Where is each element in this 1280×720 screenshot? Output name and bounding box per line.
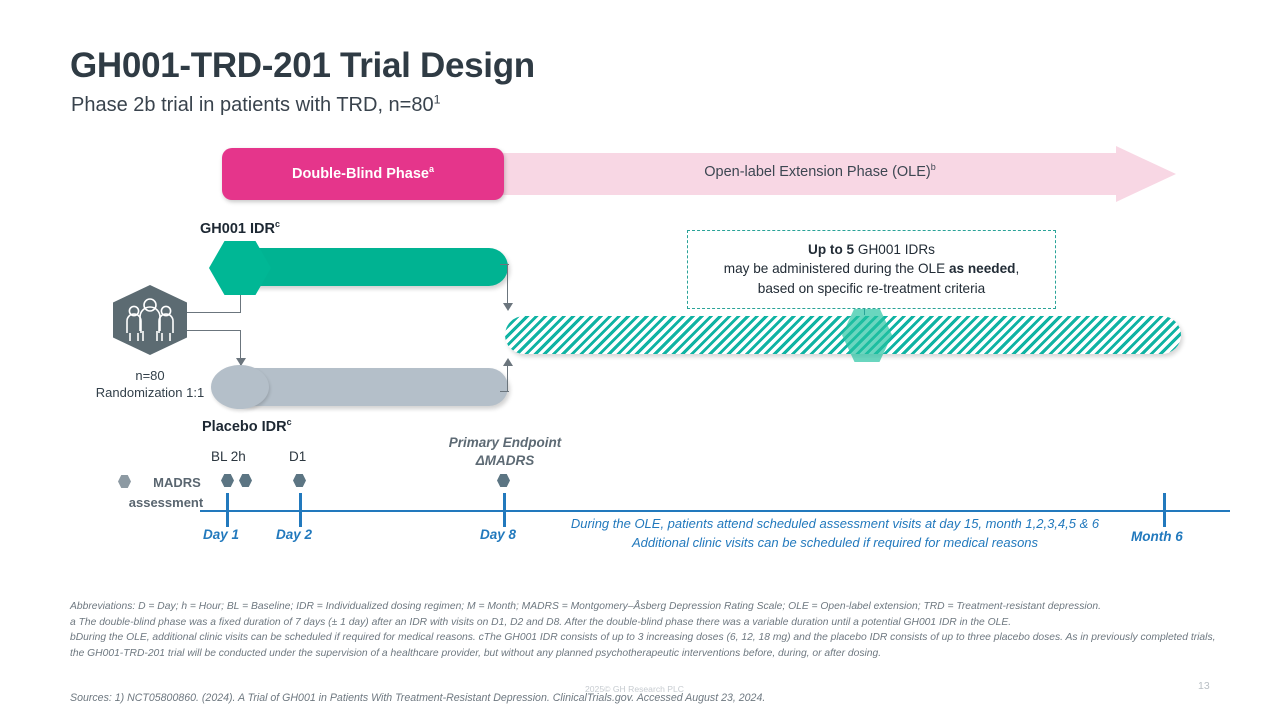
- connector-arrow-to-placebo: [236, 358, 246, 366]
- primary-endpoint-label: Primary Endpoint ΔMADRS: [425, 434, 585, 469]
- callout-line-2: may be administered during the OLE as ne…: [694, 259, 1049, 278]
- ole-visit-note-line-2: Additional clinic visits can be schedule…: [631, 534, 1039, 550]
- page-subtitle-text: Phase 2b trial in patients with TRD, n=8…: [71, 94, 434, 116]
- timeline-axis: [200, 510, 1230, 512]
- gh001-arm-label: GH001 IDRc: [200, 219, 280, 237]
- randomization-n: n=80: [135, 368, 165, 383]
- double-blind-phase-superscript: a: [428, 164, 434, 175]
- randomization-caption: n=80 Randomization 1:1: [60, 368, 240, 402]
- madrs-marker: [221, 474, 234, 487]
- madrs-marker: [497, 474, 510, 487]
- ole-phase-arrow-body: [498, 153, 1118, 195]
- patients-group-icon: [113, 285, 187, 355]
- madrs-legend-line-2: assessment: [128, 495, 204, 511]
- timeline-tick-day8: [503, 493, 506, 527]
- madrs-marker: [239, 474, 252, 487]
- page-title: GH001-TRD-201 Trial Design: [70, 46, 535, 85]
- callout-line-1: Up to 5 GH001 IDRs: [694, 240, 1049, 259]
- ole-phase-arrow: [498, 146, 1176, 202]
- primary-endpoint-line-2: ΔMADRS: [475, 452, 535, 468]
- ole-phase-label-superscript: b: [930, 162, 936, 173]
- timeline-label-day2: Day 2: [276, 527, 313, 542]
- connector-patient-to-placebo-horizontal: [187, 330, 241, 332]
- primary-endpoint-line-1: Primary Endpoint: [448, 435, 562, 450]
- timeline-label-day1: Day 1: [203, 527, 240, 542]
- connector-gh001-to-ole-vertical: [507, 264, 509, 304]
- connector-patient-to-placebo-vertical: [240, 330, 242, 366]
- timeline-tick-day2: [299, 493, 302, 527]
- gh001-arm-label-text: GH001 IDR: [200, 221, 275, 237]
- placebo-arm-label-text: Placebo IDR: [202, 419, 287, 435]
- gh001-treatment-bar: [232, 248, 508, 286]
- double-blind-phase-label: Double-Blind Phasea: [292, 164, 434, 182]
- page-subtitle: Phase 2b trial in patients with TRD, n=8…: [71, 92, 441, 117]
- connector-arrow-gh001-to-ole: [503, 303, 513, 311]
- callout-line-1-bold: Up to 5: [808, 242, 855, 257]
- connector-placebo-to-ole-vertical: [507, 366, 509, 392]
- visit-label-d1: D1: [289, 449, 307, 464]
- connector-arrow-placebo-to-ole: [503, 358, 513, 366]
- madrs-legend-line-1: MADRS: [153, 475, 201, 490]
- footnote-a: a The double-blind phase was a fixed dur…: [70, 616, 1012, 628]
- madrs-legend-hexagon-icon: [118, 475, 131, 488]
- connector-gh001-to-ole-horizontal: [500, 264, 509, 266]
- madrs-legend-label: MADRS assessment: [106, 473, 226, 513]
- callout-line-2-pre: may be administered during the OLE: [723, 261, 949, 277]
- randomization-ratio: Randomization 1:1: [95, 384, 205, 400]
- callout-line-3: based on specific re-treatment criteria: [757, 280, 986, 296]
- ole-callout-box: Up to 5 GH001 IDRs may be administered d…: [687, 230, 1056, 309]
- double-blind-phase-banner: Double-Blind Phasea: [222, 148, 504, 200]
- gh001-arm-superscript: c: [274, 219, 280, 230]
- copyright-notice: 2025© GH Research PLC: [585, 684, 685, 694]
- ole-visit-note: During the OLE, patients attend schedule…: [545, 515, 1125, 553]
- placebo-arm-label: Placebo IDRc: [202, 417, 292, 435]
- placebo-arm-superscript: c: [286, 417, 292, 428]
- timeline-tick-month6: [1163, 493, 1166, 527]
- footnote-b: bDuring the OLE, additional clinic visit…: [70, 632, 1216, 659]
- timeline-tick-day1: [226, 493, 229, 527]
- connector-patient-to-gh001-horizontal: [187, 312, 241, 314]
- double-blind-phase-label-text: Double-Blind Phase: [292, 166, 429, 182]
- callout-line-2-post: ,: [1015, 261, 1020, 277]
- madrs-marker: [293, 474, 306, 487]
- callout-line-1-rest: GH001 IDRs: [854, 242, 935, 257]
- placebo-dose-circle-icon: [211, 365, 269, 409]
- timeline-label-month6: Month 6: [1131, 529, 1183, 544]
- placebo-treatment-bar: [232, 368, 508, 406]
- ole-visit-note-line-1: During the OLE, patients attend schedule…: [570, 516, 1100, 531]
- callout-line-2-bold: as needed: [948, 261, 1016, 277]
- page-subtitle-superscript: 1: [433, 92, 441, 107]
- footnote-abbreviations: Abbreviations: D = Day; h = Hour; BL = B…: [70, 601, 1101, 612]
- visit-label-bl2h: BL 2h: [211, 449, 246, 464]
- timeline-label-day8: Day 8: [480, 527, 517, 542]
- page-number: 13: [1198, 680, 1210, 692]
- ole-phase-label: Open-label Extension Phase (OLE)b: [600, 162, 1040, 180]
- connector-placebo-to-ole-horizontal: [500, 391, 509, 393]
- footnotes-block: Abbreviations: D = Day; h = Hour; BL = B…: [70, 599, 1220, 662]
- ole-phase-label-text: Open-label Extension Phase (OLE): [704, 164, 931, 180]
- ole-phase-arrow-head: [1116, 146, 1176, 202]
- sources-line: Sources: 1) NCT05800860. (2024). A Trial…: [70, 692, 766, 704]
